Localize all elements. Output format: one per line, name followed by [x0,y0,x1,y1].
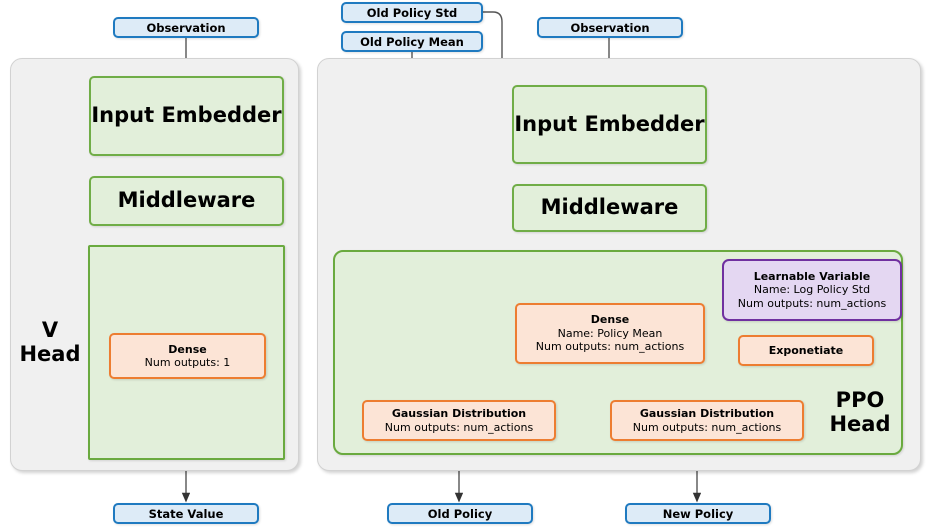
v-dense-num-outputs: Num outputs: 1 [144,356,231,369]
output-state-value-label: State Value [148,506,224,521]
output-new-policy-label: New Policy [662,506,734,521]
ppo-input-embedder-label: Input Embedder [514,111,705,136]
ppo-learnable-variable-name: Name: Log Policy Std [753,283,871,297]
input-observation-right-label: Observation [570,20,650,35]
input-old-policy-std-label: Old Policy Std [366,5,458,20]
ppo-input-embedder[interactable]: Input Embedder [512,85,707,164]
v-dense-title: Dense [168,342,207,356]
ppo-gaussian-distribution-old[interactable]: Gaussian Distribution Num outputs: num_a… [362,400,556,441]
ppo-head-label-line2: Head [829,412,891,437]
ppo-middleware-label: Middleware [540,195,679,220]
ppo-gaussian-old-num-outputs: Num outputs: num_actions [384,420,534,434]
ppo-learnable-variable[interactable]: Learnable Variable Name: Log Policy Std … [722,259,902,321]
output-old-policy[interactable]: Old Policy [387,503,533,524]
v-head-label: V Head [14,318,86,366]
ppo-gaussian-new-num-outputs: Num outputs: num_actions [632,420,782,434]
ppo-exponetiate[interactable]: Exponetiate [738,335,874,366]
input-old-policy-std[interactable]: Old Policy Std [341,2,483,23]
v-input-embedder[interactable]: Input Embedder [89,76,284,156]
ppo-middleware[interactable]: Middleware [512,184,707,232]
ppo-head-label-line1: PPO [835,388,885,412]
v-middleware[interactable]: Middleware [89,176,284,226]
ppo-dense-policy-mean[interactable]: Dense Name: Policy Mean Num outputs: num… [515,303,705,364]
output-old-policy-label: Old Policy [427,506,493,521]
v-middleware-label: Middleware [117,188,256,213]
v-head-label-line1: V [41,318,59,342]
input-old-policy-mean-label: Old Policy Mean [360,34,464,49]
ppo-gaussian-old-title: Gaussian Distribution [391,407,527,421]
ppo-learnable-variable-title: Learnable Variable [753,269,871,283]
ppo-dense-name: Name: Policy Mean [557,326,663,340]
ppo-dense-title: Dense [590,313,630,327]
ppo-gaussian-distribution-new[interactable]: Gaussian Distribution Num outputs: num_a… [610,400,804,441]
input-observation-left[interactable]: Observation [113,17,259,38]
v-input-embedder-label: Input Embedder [91,103,282,128]
ppo-head-label: PPO Head [820,388,900,436]
ppo-dense-num-outputs: Num outputs: num_actions [535,340,685,354]
ppo-learnable-variable-num-outputs: Num outputs: num_actions [737,296,887,310]
output-state-value[interactable]: State Value [113,503,259,524]
output-new-policy[interactable]: New Policy [625,503,771,524]
input-old-policy-mean[interactable]: Old Policy Mean [341,31,483,52]
v-dense-node[interactable]: Dense Num outputs: 1 [109,333,266,379]
v-head-label-line2: Head [19,342,81,367]
ppo-gaussian-new-title: Gaussian Distribution [639,407,775,421]
input-observation-left-label: Observation [146,20,226,35]
input-observation-right[interactable]: Observation [537,17,683,38]
ppo-exponetiate-label: Exponetiate [768,343,844,357]
